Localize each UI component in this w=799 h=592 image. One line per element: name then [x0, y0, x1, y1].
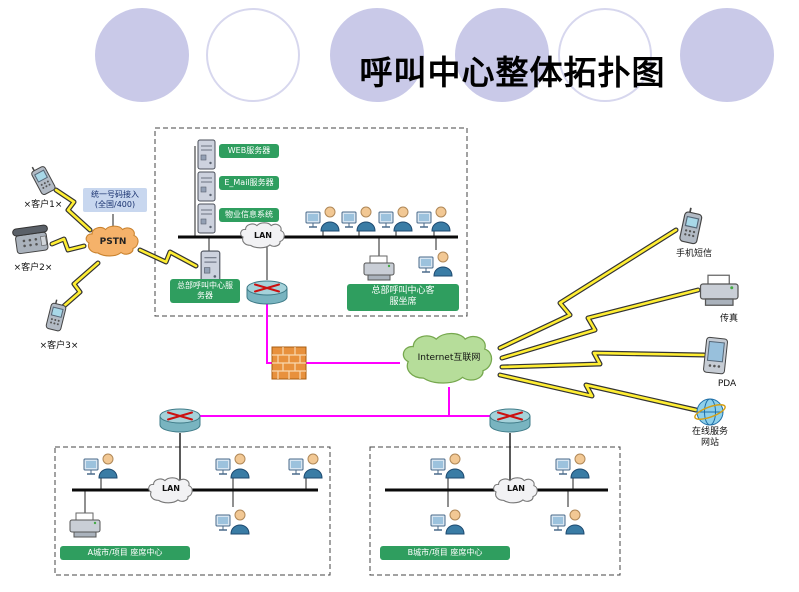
email-server-label: E_Mail服务器: [219, 176, 279, 190]
decorative-circle: [330, 8, 424, 102]
desk-phone-icon: [12, 224, 49, 255]
page-title: 呼叫中心整体拓扑图: [359, 53, 666, 92]
online-service-label: 在线服务 网站: [691, 427, 728, 449]
pda-icon: [703, 336, 728, 375]
hq-lan-label: LAN: [254, 231, 272, 240]
city-b-lan-label: LAN: [507, 484, 525, 493]
customer-3-label: ×客户3×: [39, 341, 79, 351]
sms-label: 手机短信: [675, 249, 712, 259]
fax-icon: [699, 274, 739, 306]
lightning-bolt-icon: [61, 260, 101, 309]
agent-icon: [341, 206, 376, 232]
customer-1-label: ×客户1×: [23, 200, 63, 210]
city-b-zone-box: [369, 446, 621, 576]
city-b-label: B城市/项目 座席中心: [380, 546, 510, 560]
fax-label: 传真: [719, 314, 738, 324]
decorative-circle: [455, 8, 549, 102]
agent-icon: [418, 251, 453, 277]
router-icon: [246, 280, 288, 305]
agent-icon: [430, 453, 465, 479]
connector-lines: [84, 146, 574, 513]
agent-icon: [305, 206, 340, 232]
agent-icon: [550, 509, 585, 535]
customer-2-label: ×客户2×: [13, 263, 53, 273]
lightning-bolt-icon: [137, 247, 199, 269]
server-icon: [197, 203, 216, 234]
pda-label: PDA: [717, 379, 737, 389]
agent-icon: [378, 206, 413, 232]
agent-icon: [430, 509, 465, 535]
city-a-label: A城市/项目 座席中心: [60, 546, 190, 560]
property-system-label: 物业信息系统: [219, 208, 279, 222]
lightning-bolts: [49, 187, 707, 413]
agent-icon: [215, 509, 250, 535]
decorative-circle: [95, 8, 189, 102]
hq-server-label: 总部呼叫中心服 务器: [170, 279, 240, 303]
lightning-bolt-icon: [499, 350, 707, 370]
router-icon: [159, 408, 201, 433]
decorative-circle: [206, 8, 300, 102]
lightning-bolt-icon: [497, 372, 699, 413]
hq-agents-label: 总部呼叫中心客 服坐席: [347, 284, 459, 311]
decorative-circle: [558, 8, 652, 102]
handset-phone-icon: [28, 161, 57, 197]
lightning-bolt-icon: [497, 227, 679, 351]
unified-number-note: 统一号码接入 (全国/400): [83, 188, 147, 212]
agent-icon: [288, 453, 323, 479]
city-a-zone-box: [54, 446, 331, 576]
globe-icon: [694, 398, 726, 426]
printer-icon: [69, 512, 101, 538]
wan-links: [180, 303, 510, 417]
city-a-lan-label: LAN: [162, 484, 180, 493]
hq-zone-box: [154, 127, 468, 317]
printer-icon: [363, 255, 395, 281]
web-server-label: WEB服务器: [219, 144, 279, 158]
agent-icon: [215, 453, 250, 479]
lightning-bolt-icon: [499, 287, 701, 361]
mobile-phone-icon: [678, 206, 705, 246]
router-icon: [489, 408, 531, 433]
agent-icon: [416, 206, 451, 232]
agent-icon: [555, 453, 590, 479]
pstn-cloud-label: PSTN: [99, 237, 127, 247]
server-icon: [197, 139, 216, 170]
lightning-bolt-icon: [49, 236, 87, 253]
firewall-icon: [271, 346, 307, 380]
decorative-circle: [680, 8, 774, 102]
lightning-bolt-icon: [53, 187, 93, 233]
server-icon: [197, 171, 216, 202]
zone-boxes: [54, 127, 621, 576]
agent-icon: [83, 453, 118, 479]
internet-cloud-label: Internet互联网: [417, 353, 481, 363]
